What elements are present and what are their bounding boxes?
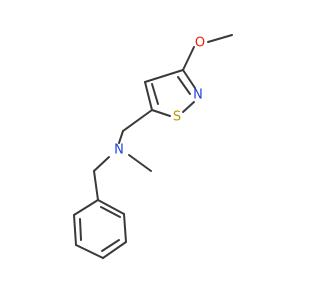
atom-label-s: S	[173, 110, 181, 125]
bond-ring-4-5	[75, 244, 104, 259]
bond-s1-c5	[151, 109, 171, 117]
atom-labels: O N S N	[114, 36, 205, 158]
bonds	[73, 34, 233, 259]
bond-ring-1-2	[97, 199, 125, 215]
bond-ring-3-4	[102, 241, 127, 259]
atom-ring-nitrogen: N	[193, 88, 203, 103]
bond-benzyl-ch2-ring	[93, 170, 99, 201]
bond-c3-n2-second	[177, 76, 191, 95]
bond-ring-inner-c	[79, 218, 82, 241]
bond-methyl-oxygen	[207, 34, 233, 43]
bond-c3-n2	[182, 69, 196, 89]
bond-n2-s1	[182, 101, 195, 113]
structure-diagram: O N S N	[73, 34, 233, 259]
atom-label-o: O	[195, 36, 205, 51]
bond-ring-inner-a	[100, 206, 121, 218]
bond-oxygen-c3	[182, 46, 195, 71]
bond-amine-benzyl-ch2	[93, 156, 110, 172]
molecule-drawing: O N S N	[73, 34, 233, 259]
atom-methoxy-oxygen: O	[195, 36, 205, 51]
bond-ch2-amine	[118, 130, 124, 144]
bond-ring-inner-b	[101, 239, 120, 252]
bond-c4-c3	[144, 69, 184, 83]
atom-label-n-ring: N	[193, 88, 203, 103]
atom-label-n-amine: N	[114, 143, 124, 158]
bond-ring-6-1	[73, 199, 99, 216]
atom-amine-nitrogen: N	[114, 143, 124, 158]
bond-amine-methyl	[128, 154, 152, 172]
bond-c5-c4	[144, 81, 153, 111]
bond-c5-c4-second	[151, 83, 159, 105]
atom-ring-sulfur: S	[173, 110, 181, 125]
bond-ring-5-6	[73, 214, 77, 246]
bond-ring-2-3	[123, 213, 127, 243]
bond-c5-ch2	[122, 109, 153, 132]
